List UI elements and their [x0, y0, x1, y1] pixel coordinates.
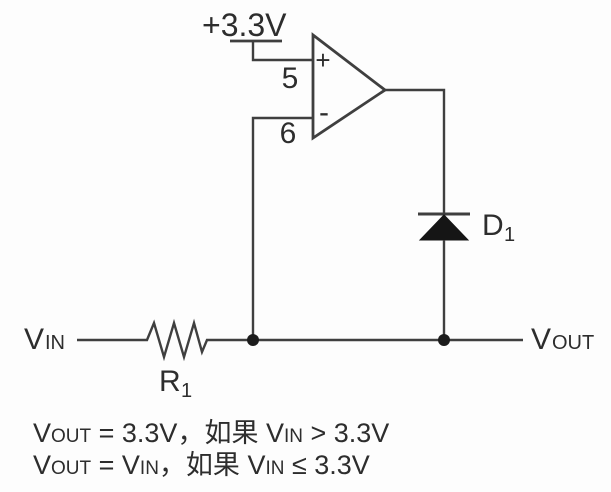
formula2-ruguo: ，如果: [158, 450, 248, 480]
opamp-pin-6-label: 6: [280, 117, 297, 150]
wire-supply-to-plus-input: [251, 41, 312, 62]
formula1-v: V: [33, 418, 52, 448]
formula2-v3: V: [247, 450, 266, 480]
formula2-in: IN: [139, 458, 159, 479]
formula-block: VOUT = 3.3V，如果 VIN > 3.3V VOUT = VIN，如果 …: [33, 419, 389, 483]
diode-ref-sub: 1: [504, 224, 515, 246]
formula2-eq: =: [91, 450, 122, 480]
formula-line-1: VOUT = 3.3V，如果 VIN > 3.3V: [33, 419, 389, 451]
wire-inverting-feedback: [251, 116, 313, 340]
formula2-in2: IN: [265, 458, 285, 479]
supply-voltage-label: +3.3V: [202, 7, 287, 43]
diode-anode-triangle: [418, 214, 470, 241]
formula2-out: OUT: [51, 458, 92, 479]
junction-dot-feedback: [247, 334, 259, 346]
formula1-in: IN: [283, 426, 303, 447]
formula1-out: OUT: [51, 426, 92, 447]
vout-label-sub: OUT: [552, 332, 594, 354]
diode-ref-main: D: [482, 209, 504, 242]
formula1-ruguo: 如果: [204, 418, 266, 448]
formula2-cond: ≤ 3.3V: [284, 450, 370, 480]
formula1-eq-value: = 3.3V，: [91, 418, 205, 448]
formula-line-2: VOUT = VIN，如果 VIN ≤ 3.3V: [33, 451, 389, 483]
resistor-ref-sub: 1: [181, 380, 192, 402]
vin-label-main: V: [24, 323, 44, 356]
formula2-v2: V: [121, 450, 140, 480]
circuit-svg: + - 5 6 +3.3V V IN V OUT R 1 D 1: [24, 7, 594, 402]
opamp-triangle: [311, 32, 388, 141]
opamp-plus-sign: +: [315, 45, 330, 75]
formula2-v: V: [33, 450, 52, 480]
formula1-v2: V: [265, 418, 284, 448]
opamp-minus-sign: -: [319, 96, 329, 129]
vin-label-sub: IN: [45, 332, 65, 354]
resistor-ref-main: R: [159, 365, 181, 398]
formula1-cond: > 3.3V: [302, 418, 390, 448]
junction-dot-output: [438, 334, 450, 346]
opamp-pin-5-label: 5: [282, 62, 299, 95]
wire-output-to-diode: [385, 88, 446, 214]
vout-label-main: V: [531, 323, 551, 356]
main-line-with-resistor: [77, 318, 523, 362]
